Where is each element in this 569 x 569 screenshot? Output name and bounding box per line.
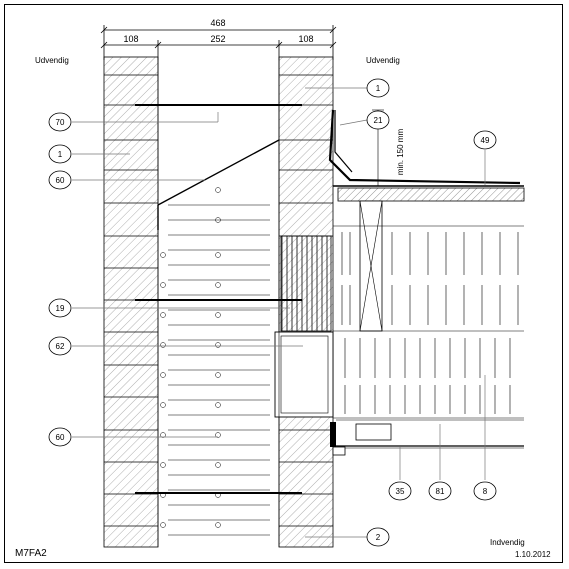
callout-text: 1 <box>58 150 63 159</box>
callout-60-bottom <box>48 427 72 447</box>
callout-text: 70 <box>56 118 65 127</box>
callout-21 <box>366 110 390 130</box>
callout-text: 81 <box>436 487 445 496</box>
callout-text: 60 <box>56 176 65 185</box>
leader-lines <box>72 87 486 538</box>
dim-total: 468 <box>210 18 225 28</box>
callout-60-top <box>48 170 72 190</box>
wall-ties <box>135 104 302 494</box>
dimension-lines <box>100 25 337 60</box>
label-outside-right: Udvendig <box>366 56 400 65</box>
callout-19 <box>48 298 72 318</box>
label-inside: Indvendig <box>490 538 525 547</box>
callout-text: 62 <box>56 342 65 351</box>
callout-1-left <box>48 144 72 164</box>
insulation-circles <box>160 187 221 528</box>
callout-62 <box>48 336 72 356</box>
callout-text: 19 <box>56 304 65 313</box>
dim-middle: 252 <box>210 34 225 44</box>
dim-right: 108 <box>298 34 313 44</box>
callout-text: 8 <box>483 487 488 496</box>
outer-brick-leaf <box>103 56 159 548</box>
drawing-frame <box>4 4 563 563</box>
callout-text: 35 <box>396 487 405 496</box>
min-height-label: min. 150 mm <box>396 129 405 176</box>
roof-construction <box>328 109 525 456</box>
callout-1-top <box>366 78 390 98</box>
callout-49 <box>473 130 497 150</box>
drawing-date: 1.10.2012 <box>515 550 551 559</box>
inner-brick-leaf <box>274 56 334 548</box>
callout-text: 60 <box>56 433 65 442</box>
callout-35 <box>388 481 412 501</box>
callout-text: 1 <box>376 84 381 93</box>
callout-text: 49 <box>481 136 490 145</box>
callout-8 <box>473 481 497 501</box>
callout-text: 2 <box>376 533 381 542</box>
callout-text: 21 <box>374 116 383 125</box>
label-outside-left: Udvendig <box>35 56 69 65</box>
callouts <box>48 78 497 547</box>
drawing-id: M7FA2 <box>15 548 47 559</box>
dim-left: 108 <box>123 34 138 44</box>
cavity-insulation <box>157 57 280 547</box>
callout-81 <box>428 481 452 501</box>
callout-2 <box>366 527 390 547</box>
callout-70 <box>48 112 72 132</box>
